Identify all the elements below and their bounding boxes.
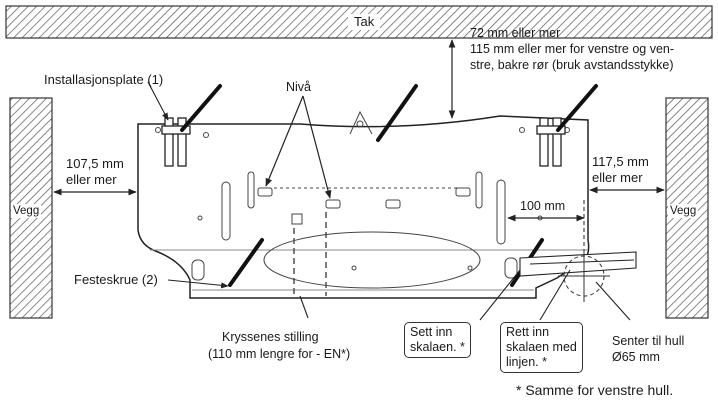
insert-scale-line1: Sett inn bbox=[410, 325, 453, 339]
right-bracket bbox=[536, 117, 566, 167]
fixing-screw-label: Festeskrue (2) bbox=[74, 272, 158, 287]
hole-center-line2: Ø65 mm bbox=[612, 350, 660, 364]
cross-position-line2: (110 mm lengre for - EN*) bbox=[208, 347, 351, 361]
level-arrows bbox=[265, 95, 332, 199]
hole-center-line1: Senter til hull bbox=[612, 334, 685, 348]
align-scale-callout: Rett inn skalaen med linjen. * bbox=[500, 322, 583, 373]
cross-position-line1: Kryssenes stilling bbox=[222, 330, 319, 344]
ceiling-clearance-line1: 72 mm eller mer bbox=[470, 26, 561, 40]
insert-scale-callout: Sett inn skalaen. * bbox=[404, 322, 471, 358]
ceiling-label: Tak bbox=[348, 14, 381, 30]
right-clearance-line1: 117,5 mm bbox=[592, 154, 649, 169]
scale-bar bbox=[519, 251, 637, 277]
leader-lines bbox=[147, 81, 631, 321]
left-clearance-line2: eller mer bbox=[66, 172, 117, 187]
right-clearance-line2: eller mer bbox=[592, 170, 643, 185]
left-wall-label: Vegg bbox=[11, 204, 42, 218]
align-scale-line3: linjen. * bbox=[506, 355, 547, 369]
level-label: Nivå bbox=[286, 80, 312, 94]
right-wall-label: Vegg bbox=[668, 204, 699, 218]
left-bracket bbox=[161, 117, 191, 167]
align-scale-line1: Rett inn bbox=[506, 325, 550, 339]
ceiling-clearance-line3: stre, bakre rør (bruk avstandsstykke) bbox=[470, 58, 674, 72]
left-clearance-line1: 107,5 mm bbox=[66, 156, 124, 171]
plate-details bbox=[150, 110, 588, 296]
insert-scale-line2: skalaen. * bbox=[410, 340, 465, 354]
ceiling-clearance-line2: 115 mm eller mer for venstre og ven- bbox=[470, 42, 675, 56]
installation-plate-label: Installasjonsplate (1) bbox=[44, 72, 164, 87]
footnote: * Samme for venstre hull. bbox=[516, 382, 674, 398]
hole-offset-label: 100 mm bbox=[520, 199, 566, 213]
align-scale-line2: skalaen med bbox=[506, 340, 577, 354]
